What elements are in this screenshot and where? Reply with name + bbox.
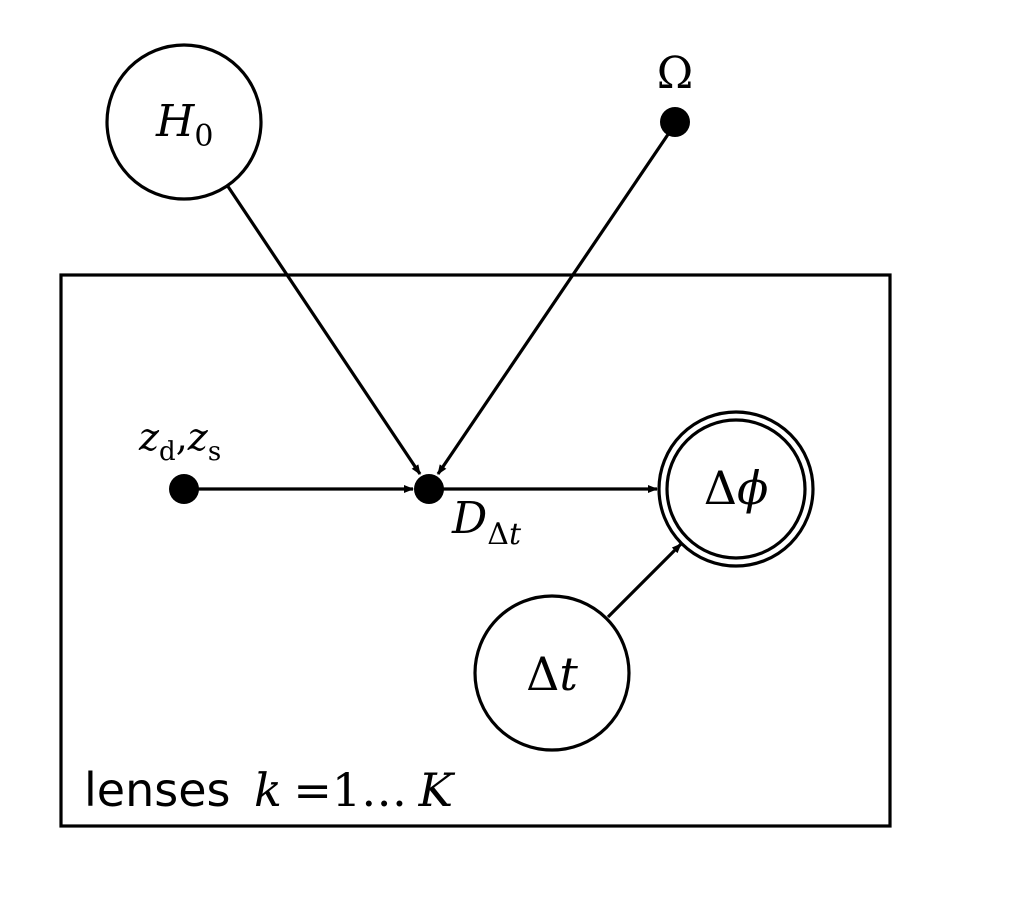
node-h0: H0	[105, 43, 263, 201]
node-dist-label: DΔt	[451, 493, 522, 552]
edge-h0-to-dist	[225, 184, 422, 475]
plate-label-text: lenses	[84, 763, 230, 817]
node-redshifts-label: zd,zs	[138, 415, 221, 467]
node-omega-label: Ω	[657, 48, 693, 99]
node-dphi: Δϕ	[657, 410, 815, 568]
plate-label-index: k	[254, 763, 282, 817]
plate-label: lenses k =1… K	[84, 763, 456, 817]
edge-omega-to-dist	[436, 129, 673, 475]
node-redshifts: zd,zs	[138, 415, 221, 504]
node-omega: Ω	[657, 48, 693, 137]
node-dt: Δt	[473, 594, 631, 752]
plate-lenses	[59, 273, 892, 828]
node-h0-label: H0	[155, 96, 213, 154]
node-dt-label: Δt	[526, 647, 578, 701]
node-dphi-label: Δϕ	[704, 461, 769, 515]
plate-label-upper: K	[418, 763, 456, 817]
node-dist: DΔt	[414, 474, 522, 552]
edge-dt-to-dphi	[606, 542, 683, 619]
plate-label-eq: =1…	[293, 763, 407, 817]
